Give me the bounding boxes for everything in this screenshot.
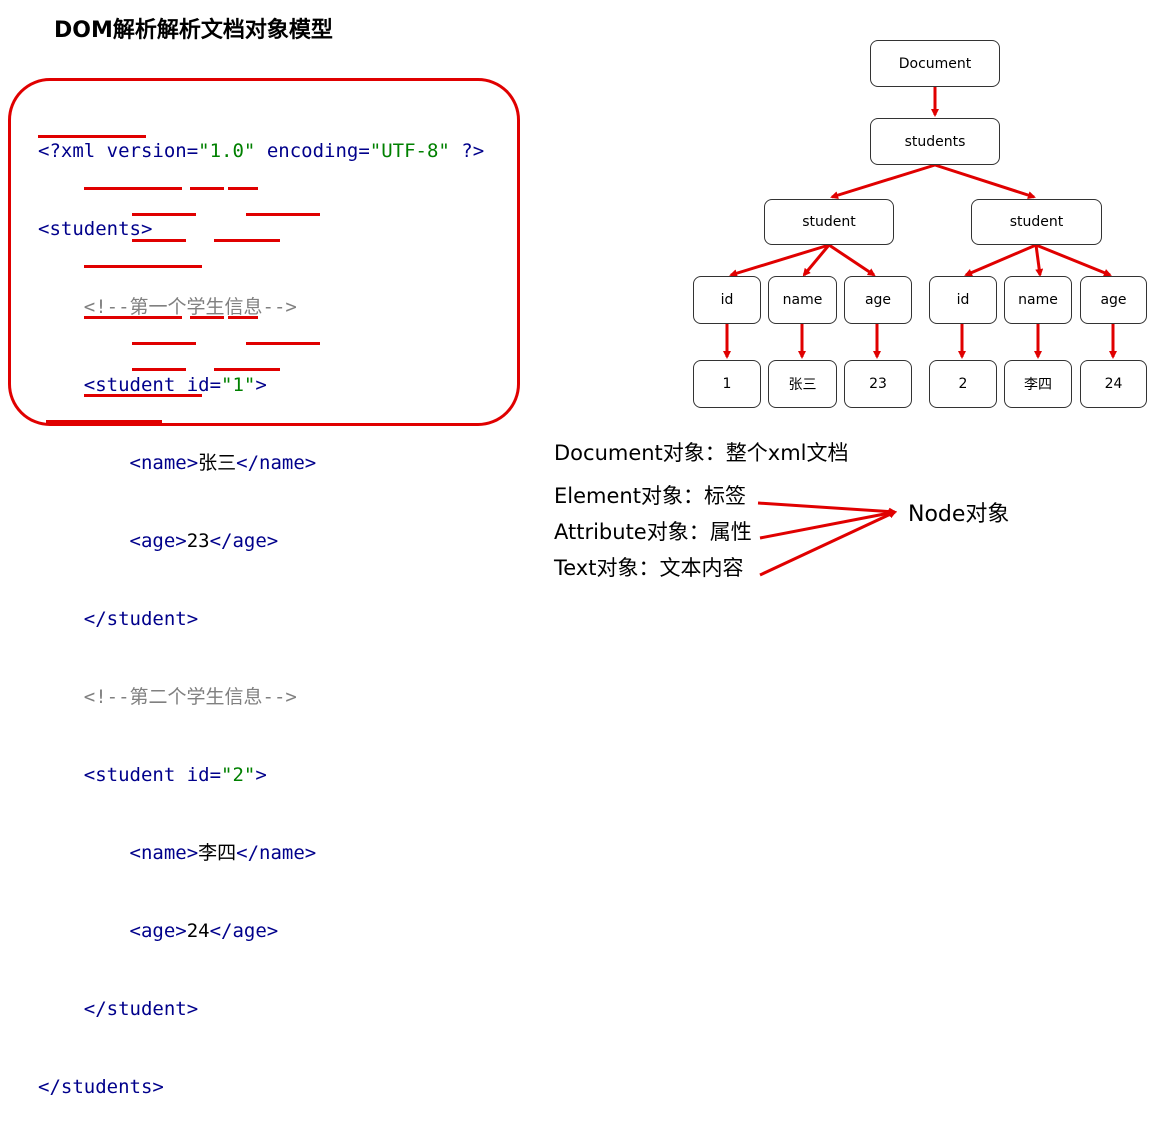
arrow-left-student-name [802,244,831,277]
s1-name-text: 张三 [198,452,237,474]
arrow-text-to-node [759,510,897,577]
legend-element: Element对象：标签 [554,484,746,508]
s2-age-open: <age> [129,920,187,942]
xml-encoding-value: "UTF-8" [369,140,450,162]
student1-close-line: </student> [38,606,484,632]
node-student-right: student [971,199,1102,245]
student1-open-line: <student id="1"> [38,372,484,398]
comment-line-2: <!--第二个学生信息--> [38,684,484,710]
student1-close-tag: </student> [83,608,199,630]
node-document: Document [870,40,1000,87]
underline-id2-val [228,316,258,319]
underline-name1-open [132,213,196,216]
underline-name1-close [246,213,320,216]
xml-version-attr: version= [106,140,199,162]
s2-name-open: <name> [129,842,199,864]
s1-age-close: </age> [209,530,279,552]
node-left-age: age [844,276,912,324]
xml-encoding-attr: encoding= [255,140,370,162]
underline-id2-attr [190,316,224,319]
xml-decl-close: ?> [449,140,485,162]
arrow-left-student-age [828,243,876,277]
xml-version-value: "1.0" [198,140,256,162]
underline-name2-open [132,342,196,345]
underline-students-close [46,420,162,423]
arrow-right-student-id [964,243,1037,277]
node-right-age-value: 24 [1080,360,1147,408]
node-left-name: name [768,276,837,324]
arrow-element-to-node [757,501,897,516]
underline-age2-open [132,368,186,371]
student1-id-attr: id= [186,374,222,396]
node-students: students [870,118,1000,165]
legend-node: Node对象 [908,502,1010,527]
node-right-id: id [929,276,997,324]
arrow-students-student-left [830,163,936,200]
s1-age-open: <age> [129,530,187,552]
node-left-age-value: 23 [844,360,912,408]
student2-open-line: <student id="2"> [38,762,484,788]
s2-age-close: </age> [209,920,279,942]
xml-decl-open: <? [38,140,61,162]
arrow-attribute-to-node [759,509,897,540]
student2-open-tag: <student [83,764,187,786]
underline-age2-close [214,368,280,371]
comment-1: <!--第一个学生信息--> [83,296,297,318]
s1-name-open: <name> [129,452,199,474]
xml-decl-keyword: xml [60,140,107,162]
s2-age-text: 24 [186,920,210,942]
student1-open-tag: <student [83,374,187,396]
student2-close-tag: </student> [83,998,199,1020]
xml-declaration-line: <?xml version="1.0" encoding="UTF-8" ?> [38,138,484,164]
student2-close-line: </student> [38,996,484,1022]
student2-open-close: > [255,764,267,786]
arrow-right-student-name [1034,244,1044,277]
underline-student2-close [84,394,202,397]
s2-name-line: <name>李四</name> [38,840,484,866]
s1-name-line: <name>张三</name> [38,450,484,476]
s1-age-text: 23 [186,530,210,552]
underline-name2-close [246,342,320,345]
arrow-right-student-age [1035,243,1112,277]
underline-students-open [38,135,146,138]
page-title: DOM解析解析文档对象模型 [54,18,333,43]
root-close-line: </students> [38,1074,484,1100]
node-left-name-value: 张三 [768,360,837,408]
underline-age1-close [214,239,280,242]
connector-arrows [723,87,1117,577]
node-left-id-value: 1 [693,360,761,408]
student1-id-value: "1" [221,374,256,396]
node-left-id: id [693,276,761,324]
legend-attribute: Attribute对象：属性 [554,520,752,544]
node-right-age: age [1080,276,1147,324]
underline-student1-close [84,265,202,268]
student2-id-value: "2" [221,764,256,786]
comment-2: <!--第二个学生信息--> [83,686,297,708]
node-student-left: student [764,199,894,245]
underline-id1-attr [190,187,224,190]
root-open-line: <students> [38,216,484,242]
s2-name-text: 李四 [198,842,237,864]
arrow-students-student-right [934,163,1036,199]
legend-text: Text对象：文本内容 [554,556,744,580]
arrow-left-student-id [729,243,830,278]
s1-age-line: <age>23</age> [38,528,484,554]
s2-name-close: </name> [236,842,317,864]
node-right-name: name [1004,276,1072,324]
legend-document: Document对象：整个xml文档 [554,441,849,465]
root-open-tag: <students> [38,218,153,240]
underline-age1-open [132,239,186,242]
s2-age-line: <age>24</age> [38,918,484,944]
student1-open-close: > [255,374,267,396]
s1-name-close: </name> [236,452,317,474]
root-close-tag: </students> [38,1076,164,1098]
underline-id1-val [228,187,258,190]
node-right-id-value: 2 [929,360,997,408]
xml-code-frame [8,78,520,426]
underline-student1-open [84,187,182,190]
student2-id-attr: id= [186,764,222,786]
comment-line-1: <!--第一个学生信息--> [38,294,484,320]
node-right-name-value: 李四 [1004,360,1072,408]
underline-student2-open [84,316,182,319]
